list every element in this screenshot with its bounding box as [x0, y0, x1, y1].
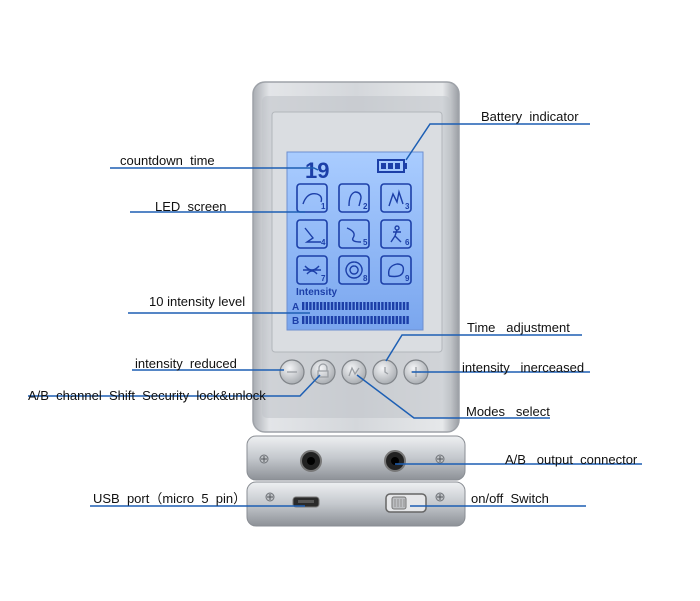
mode-1-tile: 1 — [296, 183, 328, 213]
onoff-switch-label: on/off Switch — [471, 491, 549, 506]
usb-port[interactable] — [292, 496, 320, 508]
power-module — [246, 481, 466, 527]
battery-indicator-label: Battery indicator — [481, 109, 579, 124]
waist-icon — [303, 265, 321, 275]
mode-5-tile: 5 — [338, 219, 370, 249]
circle-icon — [345, 261, 363, 279]
time-adjustment-label: Time adjustment — [467, 320, 570, 335]
intensity-bar-b — [302, 316, 409, 324]
mode-number: 4 — [321, 238, 326, 247]
clock-icon — [384, 367, 389, 375]
mode-number: 7 — [321, 274, 326, 283]
screw-icon — [435, 492, 445, 502]
intensity-bar-a — [302, 302, 409, 310]
usb-port-label: USB port（micro 5 pin） — [93, 491, 247, 506]
knee-icon — [346, 227, 362, 243]
channel-b-label: B — [292, 316, 299, 327]
mode-number: 9 — [405, 274, 410, 283]
intensity-label: Intensity — [296, 287, 338, 298]
time-adjust-button[interactable] — [372, 359, 398, 385]
lock-icon — [317, 363, 329, 378]
ab-output-connector-label: A/B output connector — [505, 452, 638, 467]
intensity-increased-label: intensity inerceased — [462, 360, 585, 375]
channel-a-label: A — [292, 302, 299, 313]
mode-6-tile: 6 — [380, 219, 412, 249]
mode-2-tile: 2 — [338, 183, 370, 213]
mode-7-tile: 7 — [296, 255, 328, 285]
mode-select-button[interactable] — [341, 359, 367, 385]
output-module — [246, 435, 466, 481]
mode-icon — [348, 366, 360, 377]
mode-4-tile: 4 — [296, 219, 328, 249]
leg-icon — [304, 227, 321, 243]
mode-9-tile: 9 — [380, 255, 412, 285]
intensity-level-label: 10 intensity level — [149, 294, 246, 309]
mode-number: 3 — [405, 202, 410, 211]
mode-number: 2 — [363, 202, 368, 211]
ab-channel-shift-label: A/B channel Shift Security lock&unlock — [28, 388, 266, 403]
power-switch[interactable] — [385, 493, 427, 513]
foot-icon — [387, 263, 405, 278]
screw-icon — [265, 492, 275, 502]
intensity-reduced-label: intensity reduced — [135, 356, 237, 371]
output-jack-a[interactable] — [300, 450, 322, 472]
neck-icon — [348, 191, 362, 207]
output-jack-b[interactable] — [384, 450, 406, 472]
screw-icon — [435, 454, 445, 464]
screw-icon — [259, 454, 269, 464]
mode-number: 8 — [363, 274, 368, 283]
hand-icon — [388, 189, 404, 207]
timer-readout: 19 — [305, 158, 329, 183]
led-screen-label: LED screen — [155, 199, 227, 214]
countdown-time-label: countdown time — [120, 153, 215, 168]
callout-lines — [28, 123, 642, 507]
walking-person-icon — [390, 225, 402, 243]
modes-select-label: Modes select — [466, 404, 550, 419]
intensity-minus-button[interactable] — [279, 359, 305, 385]
battery-icon — [377, 159, 407, 173]
mode-number: 5 — [363, 238, 368, 247]
mode-3-tile: 3 — [380, 183, 412, 213]
shoulder-icon — [302, 193, 323, 205]
mode-number: 1 — [321, 202, 326, 211]
mode-8-tile: 8 — [338, 255, 370, 285]
mode-number: 6 — [405, 238, 410, 247]
